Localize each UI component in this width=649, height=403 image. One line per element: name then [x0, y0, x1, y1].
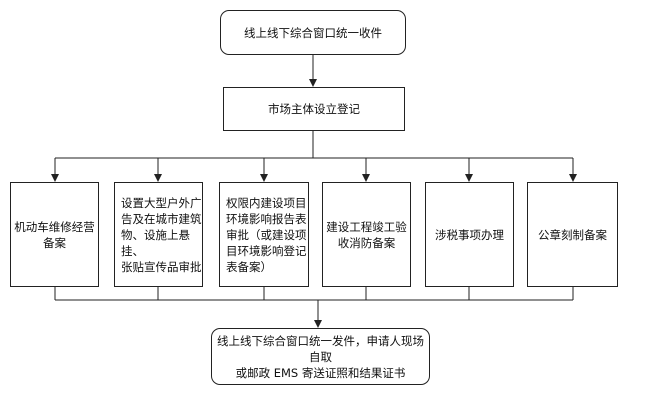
start-node: 线上线下综合窗口统一收件: [220, 10, 406, 55]
item-node-4: 建设工程竣工验 收消防备案: [322, 182, 411, 287]
item-node-3: 权限内建设项目 环境影响报告表 审批（或建设项 目环境影响登记 表备案）: [219, 182, 309, 287]
item-node-2-label: 设置大型户外广 告及在城市建筑 物、设施上悬挂、 张贴宣传品审批: [121, 195, 202, 274]
item-node-1-label: 机动车维修经营 备案: [14, 219, 95, 250]
item-node-5: 涉税事项办理: [425, 182, 514, 287]
item-node-4-label: 建设工程竣工验 收消防备案: [326, 219, 407, 250]
item-node-1: 机动车维修经营 备案: [10, 182, 99, 287]
end-node: 线上线下综合窗口统一发件，申请人现场自取 或邮政 EMS 寄送证照和结果证书: [211, 328, 430, 385]
start-node-label: 线上线下综合窗口统一收件: [244, 25, 382, 40]
item-node-2: 设置大型户外广 告及在城市建筑 物、设施上悬挂、 张贴宣传品审批: [114, 182, 203, 287]
end-node-label: 线上线下综合窗口统一发件，申请人现场自取 或邮政 EMS 寄送证照和结果证书: [217, 333, 424, 380]
item-node-3-label: 权限内建设项目 环境影响报告表 审批（或建设项 目环境影响登记 表备案）: [226, 195, 307, 274]
item-node-5-label: 涉税事项办理: [435, 227, 504, 242]
registration-node-label: 市场主体设立登记: [268, 102, 360, 116]
item-node-6: 公章刻制备案: [527, 182, 618, 287]
registration-node: 市场主体设立登记: [223, 87, 405, 131]
item-node-6-label: 公章刻制备案: [538, 227, 607, 242]
